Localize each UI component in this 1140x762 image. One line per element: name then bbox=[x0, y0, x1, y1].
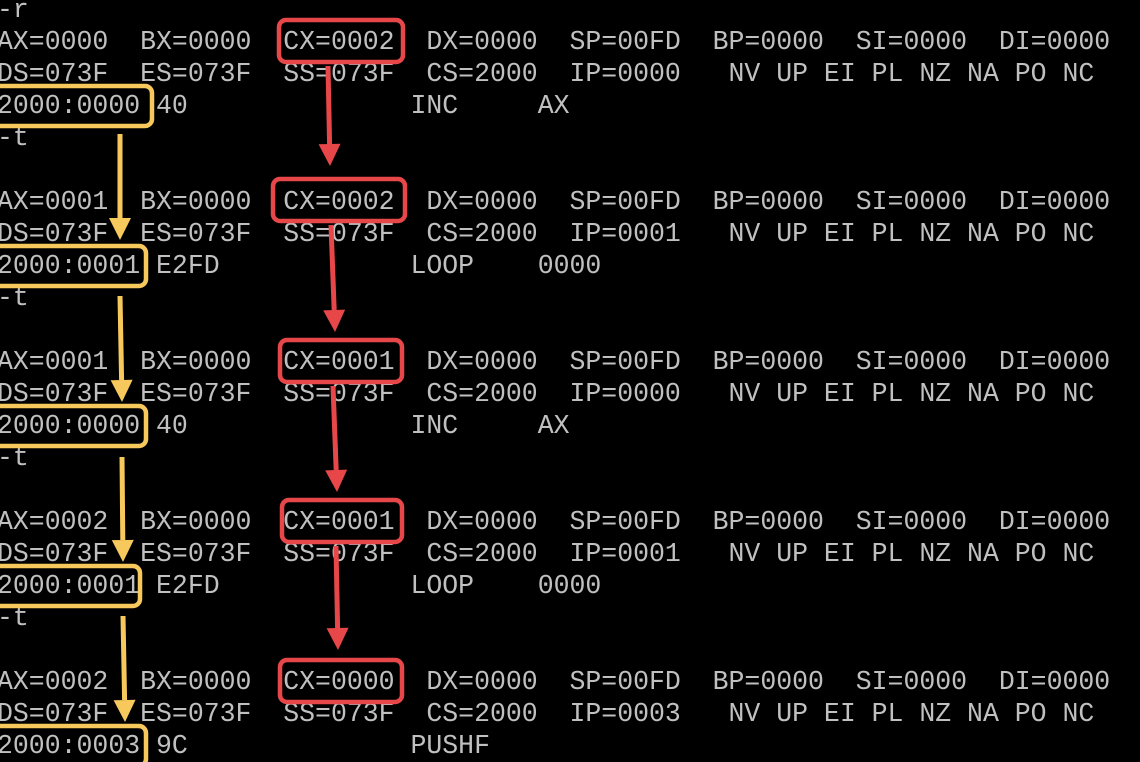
command-line: -r bbox=[0, 0, 29, 25]
cx-change-arrow-head bbox=[325, 469, 348, 492]
instruction-line: 2000:0001 E2FD LOOP 0000 bbox=[0, 251, 602, 281]
cx-register-highlight-box bbox=[277, 657, 405, 705]
address-highlight-box bbox=[0, 243, 149, 289]
address-flow-arrow-shaft bbox=[120, 615, 128, 701]
cx-register-highlight-box bbox=[276, 17, 406, 65]
address-flow-arrow-shaft bbox=[119, 456, 126, 541]
register-line: AX=0001 BX=0000 CX=0002 DX=0000 SP=00FD … bbox=[0, 187, 1111, 217]
address-highlight-box bbox=[0, 83, 155, 129]
instruction-line: 2000:0001 E2FD LOOP 0000 bbox=[0, 571, 602, 601]
address-flow-arrow-head bbox=[109, 218, 131, 240]
register-line: AX=0001 BX=0000 CX=0001 DX=0000 SP=00FD … bbox=[0, 347, 1111, 377]
register-line: AX=0002 BX=0000 CX=0000 DX=0000 SP=00FD … bbox=[0, 667, 1111, 697]
cx-register-highlight-box bbox=[270, 176, 408, 224]
segment-flags-line: DS=073F ES=073F SS=073F CS=2000 IP=0003 … bbox=[0, 699, 1095, 729]
address-flow-arrow-head bbox=[111, 539, 134, 562]
address-flow-arrow-shaft bbox=[117, 295, 125, 381]
address-highlight-box bbox=[0, 563, 143, 609]
address-flow-arrow-head bbox=[110, 379, 133, 402]
cx-change-arrow-shaft bbox=[328, 224, 337, 311]
register-line: AX=0000 BX=0000 CX=0002 DX=0000 SP=00FD … bbox=[0, 27, 1111, 57]
instruction-line: 2000:0003 9C PUSHF bbox=[0, 731, 490, 761]
segment-flags-line: DS=073F ES=073F SS=073F CS=2000 IP=0000 … bbox=[0, 379, 1095, 409]
address-highlight-box bbox=[0, 403, 149, 449]
register-line: AX=0002 BX=0000 CX=0001 DX=0000 SP=00FD … bbox=[0, 507, 1111, 537]
address-highlight-box bbox=[0, 723, 149, 762]
instruction-line: 2000:0000 40 INC AX bbox=[0, 91, 570, 121]
instruction-line: 2000:0000 40 INC AX bbox=[0, 411, 570, 441]
cx-change-arrow-head bbox=[326, 627, 349, 650]
cx-change-arrow-shaft bbox=[325, 65, 333, 145]
cx-change-arrow-shaft bbox=[333, 545, 341, 629]
address-flow-arrow-head bbox=[113, 699, 136, 722]
cx-register-highlight-box bbox=[277, 337, 405, 385]
cx-change-arrow-head bbox=[318, 143, 341, 166]
cx-change-arrow-shaft bbox=[330, 385, 339, 471]
cx-change-arrow-head bbox=[323, 309, 346, 332]
segment-flags-line: DS=073F ES=073F SS=073F CS=2000 IP=0001 … bbox=[0, 219, 1095, 249]
cx-register-highlight-box bbox=[279, 497, 405, 545]
